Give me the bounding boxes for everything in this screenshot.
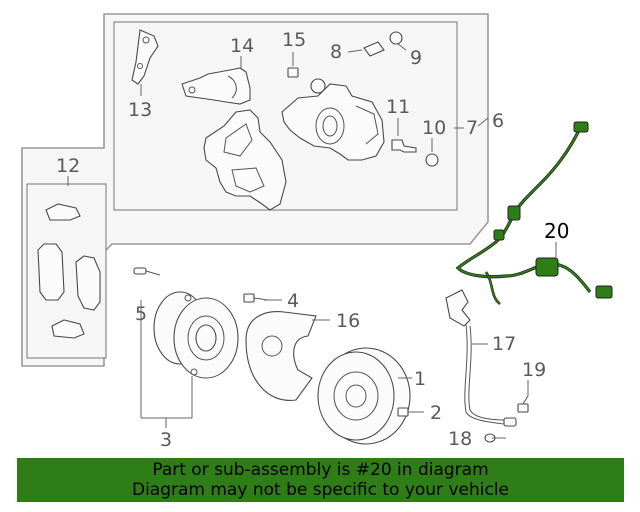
anti-rattle-spring bbox=[181, 67, 251, 105]
callout-17: 17 bbox=[492, 333, 516, 355]
callout-13: 13 bbox=[128, 99, 152, 121]
parts-diagram: 1 2 3 4 5 6 7 8 9 10 11 12 13 14 15 16 1… bbox=[21, 13, 613, 451]
callout-1: 1 bbox=[414, 368, 426, 390]
wheel-hub-bearing bbox=[153, 291, 239, 379]
caliper-carrier bbox=[203, 109, 287, 211]
callout-5: 5 bbox=[135, 303, 147, 325]
callout-2: 2 bbox=[430, 402, 442, 424]
hub-mount-bolt bbox=[243, 293, 269, 303]
callout-9: 9 bbox=[410, 47, 422, 69]
callout-19: 19 bbox=[522, 359, 546, 381]
callout-11: 11 bbox=[386, 96, 410, 118]
caliper-bracket-clip bbox=[131, 29, 159, 85]
hose-banjo-bolt bbox=[517, 395, 529, 413]
callout-3: 3 bbox=[160, 429, 172, 451]
callout-6: 6 bbox=[492, 110, 504, 132]
callout-8: 8 bbox=[330, 41, 342, 63]
footer-banner: Part or sub-assembly is #20 in diagram D… bbox=[17, 458, 624, 502]
wheel-speed-sensor-20 bbox=[455, 121, 613, 306]
brake-caliper bbox=[281, 78, 385, 161]
rotor-screw bbox=[397, 407, 409, 417]
guide-pin bbox=[363, 31, 403, 57]
footer-line-2: Diagram may not be specific to your vehi… bbox=[131, 480, 509, 500]
callout-14: 14 bbox=[230, 35, 254, 57]
callout-16: 16 bbox=[336, 310, 360, 332]
callout-7: 7 bbox=[466, 117, 478, 139]
guide-nut bbox=[425, 153, 439, 167]
brake-hose bbox=[445, 289, 517, 427]
callout-12: 12 bbox=[56, 155, 80, 177]
brake-rotor bbox=[317, 347, 411, 445]
callout-4: 4 bbox=[287, 290, 299, 312]
brake-pads bbox=[37, 203, 101, 339]
callout-15: 15 bbox=[282, 29, 306, 51]
footer-line-1: Part or sub-assembly is #20 in diagram bbox=[152, 460, 489, 480]
callout-10: 10 bbox=[422, 117, 446, 139]
callout-18: 18 bbox=[448, 428, 472, 450]
hub-bolt bbox=[133, 267, 161, 276]
callout-labels: 1 2 3 4 5 6 7 8 9 10 11 12 13 14 15 16 1… bbox=[56, 29, 569, 451]
callout-20: 20 bbox=[544, 219, 569, 243]
dust-shield bbox=[245, 311, 317, 401]
